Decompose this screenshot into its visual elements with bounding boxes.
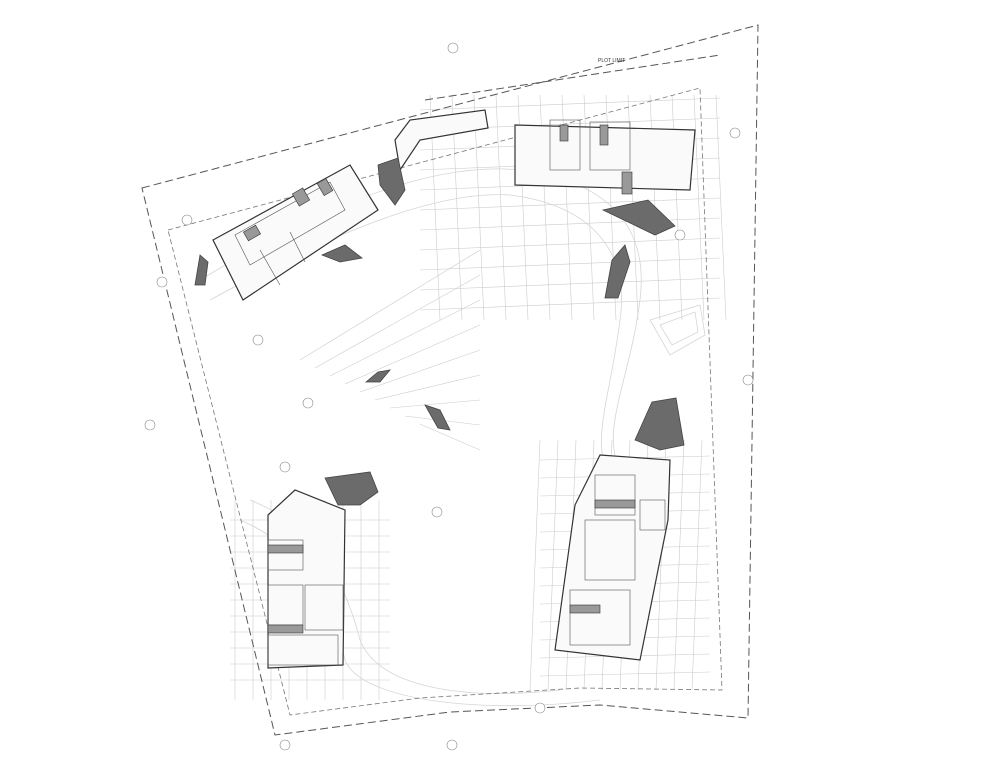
grid-line <box>419 277 721 291</box>
grid-line <box>529 439 541 691</box>
plot-limit-label: PLOT LIMIT <box>598 58 625 64</box>
section-marker-icon <box>534 702 546 714</box>
plot-limit-line <box>424 54 721 101</box>
section-marker-icon <box>446 739 458 751</box>
section-markers <box>144 42 754 751</box>
grid-line <box>314 274 481 369</box>
grid-line <box>539 671 711 677</box>
setback-line <box>167 87 723 716</box>
grid-line <box>547 439 559 691</box>
dark-landscape-elements <box>194 157 685 506</box>
grid-line <box>374 374 481 401</box>
grid-line <box>671 94 683 321</box>
section-marker-icon <box>447 42 459 54</box>
grid-line <box>691 439 703 691</box>
grid-line <box>693 94 705 321</box>
grid-line <box>419 237 721 251</box>
section-marker-icon <box>144 419 156 431</box>
plot-limit-boundary <box>141 24 759 736</box>
grid-line <box>419 423 481 451</box>
grid-line <box>344 324 481 385</box>
building-southwest <box>267 489 346 669</box>
grid-line <box>495 94 507 321</box>
grid-line <box>419 297 721 311</box>
grid-line <box>715 94 727 321</box>
section-marker-icon <box>279 461 291 473</box>
grid-line <box>419 97 721 111</box>
grid-line <box>419 197 721 211</box>
building-north <box>514 119 696 195</box>
section-marker-icon <box>181 214 193 226</box>
section-marker-icon <box>156 276 168 288</box>
building-southeast <box>554 454 671 661</box>
section-marker-icon <box>279 739 291 751</box>
section-marker-icon <box>431 506 443 518</box>
section-marker-icon <box>674 229 686 241</box>
building-northwest <box>212 164 379 301</box>
section-marker-icon <box>252 334 264 346</box>
grid-line <box>329 299 481 377</box>
section-marker-icon <box>742 374 754 386</box>
grid-line <box>419 217 721 231</box>
bridge-walkway <box>394 109 489 172</box>
grid-line <box>359 349 481 393</box>
section-marker-icon <box>729 127 741 139</box>
grid-line <box>299 249 481 361</box>
grid-line <box>419 257 721 271</box>
section-marker-icon <box>302 397 314 409</box>
grid-line <box>389 399 481 409</box>
